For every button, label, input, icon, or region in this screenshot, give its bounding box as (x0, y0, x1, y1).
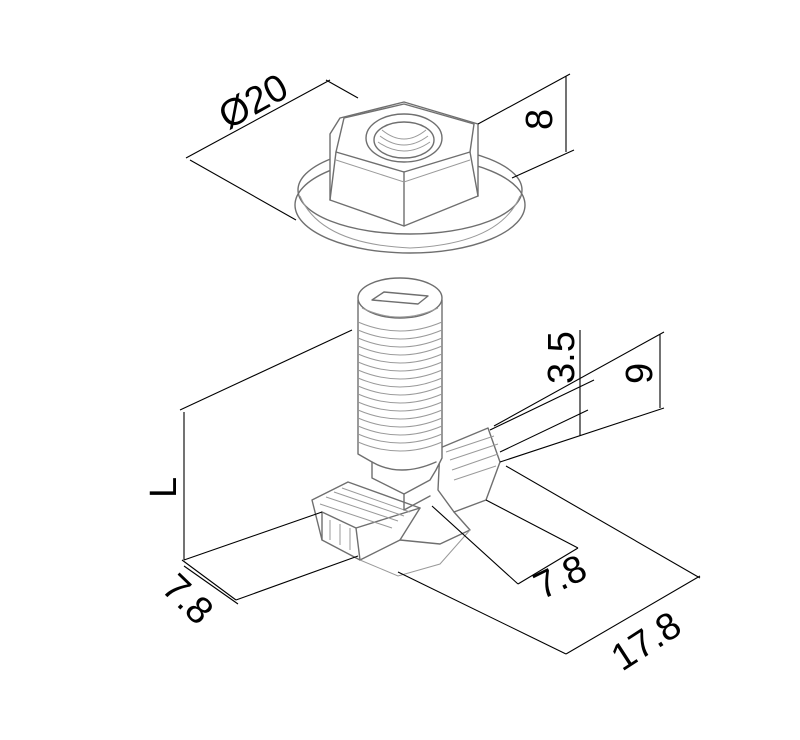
dimension-head-width: 7.8 (154, 555, 359, 633)
t-head-bottom (399, 511, 471, 545)
t-head-underside (359, 529, 471, 577)
dimension-bolt-length: L (143, 329, 353, 561)
nut-bore-threads (377, 129, 431, 152)
t-head (311, 427, 501, 577)
dim-line-neck-height (493, 331, 665, 463)
dim-line-head-height (489, 330, 595, 453)
dim-label-head-width: 7.8 (154, 566, 221, 633)
dimension-neck-height: 9 (493, 331, 665, 463)
dim-line-head-width (181, 555, 359, 605)
dim-line-bolt-length (179, 329, 353, 561)
shank-threads-back (357, 329, 443, 452)
nut-hex-chamfer (335, 159, 471, 183)
dim-label-head-height: 3.5 (541, 331, 583, 384)
dim-label-neck-height: 9 (619, 363, 661, 384)
nut-hex-edges (329, 151, 479, 227)
t-head-left-teeth (329, 520, 351, 550)
dim-line-head-length (397, 465, 701, 655)
shank-neck (371, 461, 437, 511)
shank-threads (357, 321, 443, 444)
dim-label-neck-width: 7.8 (528, 547, 594, 608)
nut-flange-rim (299, 195, 521, 249)
flange-nut (294, 101, 526, 254)
shank-body (357, 299, 443, 495)
dim-line-flange-diameter (185, 79, 359, 221)
dimension-nut-height: 8 (477, 73, 575, 179)
nut-bore-inner (373, 121, 435, 159)
bolt-shank (357, 277, 443, 511)
dim-label-bolt-length: L (143, 477, 185, 498)
dim-line-neck-width (431, 499, 579, 585)
dimension-neck-width: 7.8 (431, 499, 594, 608)
dimension-head-height: 3.5 (489, 330, 595, 453)
t-head-left-serrations (319, 487, 411, 529)
dim-label-nut-height: 8 (519, 109, 561, 130)
dim-label-flange-diameter: Ø20 (212, 66, 295, 138)
shank-slot (371, 291, 429, 305)
t-head-right-serrations (445, 435, 499, 481)
nut-bore-outer (365, 113, 443, 163)
dim-label-head-length: 17.8 (604, 604, 689, 680)
t-head-right-block (437, 427, 501, 513)
dim-line-nut-height (477, 73, 575, 179)
shank-top-chamfer (361, 307, 439, 318)
